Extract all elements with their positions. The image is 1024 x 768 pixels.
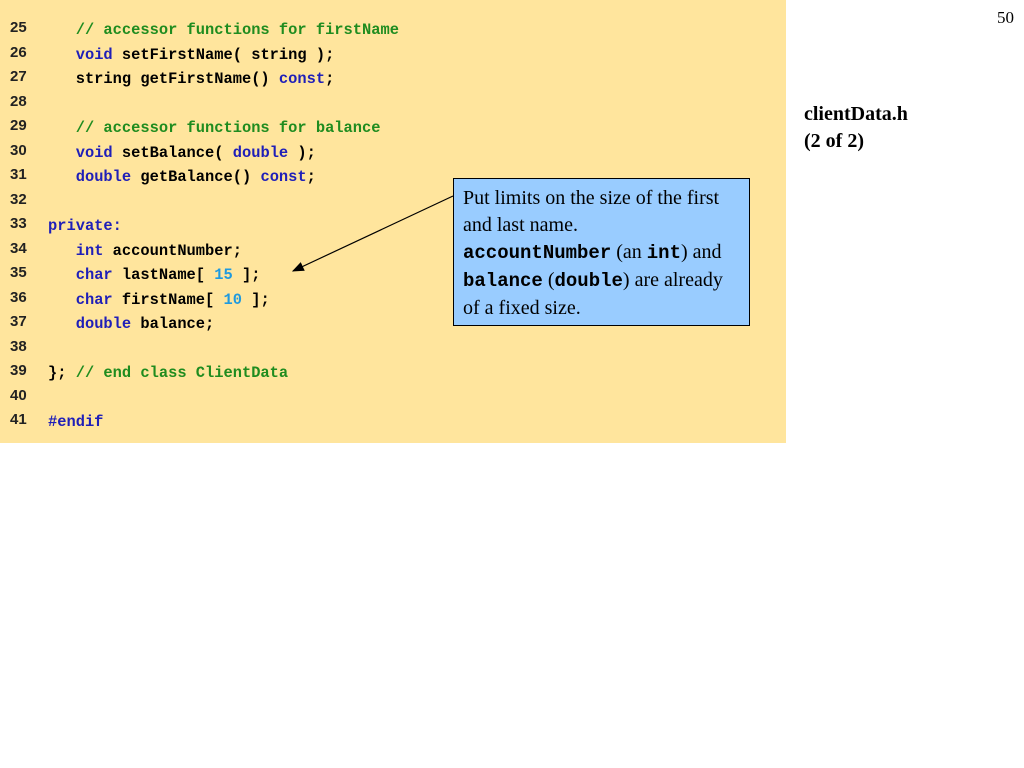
line-number: 27 <box>10 68 27 85</box>
callout-text: (an <box>611 241 647 263</box>
code-text: // accessor functions for balance <box>48 119 381 137</box>
code-token: }; <box>48 364 76 382</box>
code-token: ; <box>325 70 335 88</box>
code-token: setFirstName( string ); <box>112 45 335 64</box>
line-number: 40 <box>10 386 27 404</box>
code-token <box>48 242 76 260</box>
code-text: int accountNumber; <box>48 242 242 260</box>
code-term: accountNumber <box>463 242 612 264</box>
code-token: balance; <box>131 315 215 333</box>
code-line: 39}; // end class ClientData <box>0 361 786 385</box>
code-text: char lastName[ 15 ]; <box>48 266 261 284</box>
part-indicator: (2 of 2) <box>804 130 864 152</box>
code-line: 37 double balance; <box>0 312 786 336</box>
code-line: 35 char lastName[ 15 ]; <box>0 263 786 287</box>
code-text: char firstName[ 10 ]; <box>48 291 270 309</box>
file-title: clientData.h (2 of 2) <box>804 101 908 155</box>
code-token: firstName[ <box>112 290 224 309</box>
code-text: void setFirstName( string ); <box>48 45 335 64</box>
callout-text: Put limits on the size of the first and … <box>463 187 720 236</box>
line-number: 33 <box>10 215 27 232</box>
code-line: 29 // accessor functions for balance <box>0 116 786 140</box>
code-line: 36 char firstName[ 10 ]; <box>0 288 786 312</box>
code-token: private: <box>48 217 122 235</box>
code-token: ]; <box>242 290 270 309</box>
code-token: char <box>75 290 113 309</box>
file-name: clientData.h <box>804 103 908 125</box>
code-token: // accessor functions for firstName <box>48 21 399 39</box>
code-token: setBalance( <box>112 143 233 162</box>
line-number: 37 <box>10 313 27 330</box>
line-number: 29 <box>10 117 27 134</box>
code-token: // accessor functions for balance <box>48 119 381 137</box>
code-token: // end class ClientData <box>75 364 289 382</box>
code-token <box>48 46 76 64</box>
code-token: #endif <box>48 413 104 431</box>
code-token: void <box>75 143 113 162</box>
code-token <box>48 291 76 309</box>
code-token: string getFirstName() <box>48 70 279 88</box>
code-token: const <box>278 70 326 88</box>
code-text: void setBalance( double ); <box>48 144 316 162</box>
callout-text: ( <box>542 269 555 291</box>
code-line: 32 <box>0 190 786 214</box>
code-text: #endif <box>48 413 103 431</box>
code-line: 30 void setBalance( double ); <box>0 141 786 165</box>
callout-text: ) are already of a fixed size. <box>463 269 723 319</box>
code-token: int <box>75 241 104 260</box>
line-number: 32 <box>10 190 27 208</box>
code-token: ; <box>306 168 316 186</box>
code-line: 38 <box>0 337 786 361</box>
code-line: 40 <box>0 386 786 410</box>
code-line: 31 double getBalance() const; <box>0 165 786 189</box>
code-token: lastName[ <box>112 266 215 284</box>
code-token: getBalance() <box>131 168 261 186</box>
line-number: 26 <box>10 43 27 61</box>
code-token: void <box>75 45 113 64</box>
code-line: 34 int accountNumber; <box>0 239 786 263</box>
code-token: 10 <box>223 290 242 309</box>
code-line: 33 private: <box>0 214 786 238</box>
code-text: // accessor functions for firstName <box>48 21 399 39</box>
page-number: 50 <box>997 8 1014 27</box>
line-number: 28 <box>10 92 27 110</box>
code-line: 27 string getFirstName() const; <box>0 67 786 91</box>
code-line: 25 // accessor functions for firstName <box>0 18 786 42</box>
code-term: double <box>554 270 623 292</box>
line-number: 41 <box>10 411 27 428</box>
code-token <box>48 266 76 284</box>
line-number: 36 <box>10 288 27 306</box>
line-number: 38 <box>10 337 27 355</box>
code-term: balance <box>463 270 543 292</box>
code-token <box>48 144 76 162</box>
code-token: double <box>232 143 289 162</box>
code-text: private: <box>48 217 122 235</box>
code-token: accountNumber; <box>103 241 242 260</box>
line-number: 35 <box>10 264 27 281</box>
code-token: double <box>75 168 132 186</box>
code-token <box>48 315 76 333</box>
code-term: int <box>646 242 681 264</box>
code-token: char <box>75 266 113 284</box>
line-number: 30 <box>10 141 27 159</box>
line-number: 39 <box>10 362 27 379</box>
code-token: ]; <box>232 266 261 284</box>
code-token: double <box>75 315 132 333</box>
code-token: ); <box>288 143 316 162</box>
line-number: 25 <box>10 19 27 36</box>
code-token <box>48 168 76 186</box>
code-token: 15 <box>214 266 233 284</box>
code-token: const <box>260 168 307 186</box>
code-text: string getFirstName() const; <box>48 70 335 88</box>
code-text: }; // end class ClientData <box>48 364 288 382</box>
code-line: 41 #endif <box>0 410 786 434</box>
callout-box: Put limits on the size of the first and … <box>453 178 750 326</box>
callout-text: ) and <box>681 241 722 263</box>
line-number: 34 <box>10 239 27 257</box>
code-text: double getBalance() const; <box>48 168 316 186</box>
code-text: double balance; <box>48 315 215 333</box>
line-number: 31 <box>10 166 27 183</box>
code-line: 26 void setFirstName( string ); <box>0 43 786 67</box>
code-line: 28 <box>0 92 786 116</box>
